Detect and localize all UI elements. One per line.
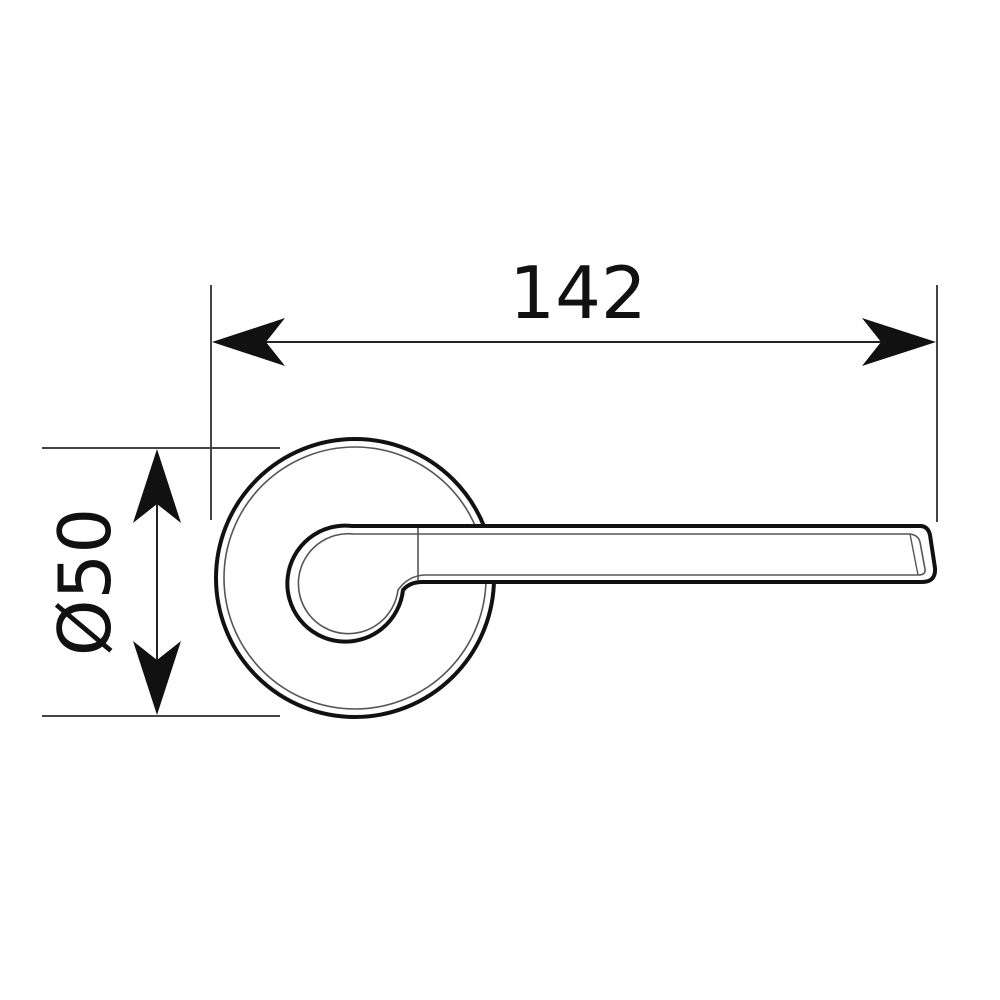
diameter-arrow-top <box>133 449 181 523</box>
length-label: 142 <box>509 251 646 335</box>
handle-lever-inner <box>297 532 926 635</box>
diameter-arrow-bottom <box>133 641 181 715</box>
length-arrow-right <box>862 318 936 366</box>
diameter-label: Ø50 <box>43 508 127 656</box>
handle-tip-line <box>909 533 919 576</box>
handle-lever-outline <box>285 523 938 644</box>
length-arrow-left <box>212 318 285 366</box>
